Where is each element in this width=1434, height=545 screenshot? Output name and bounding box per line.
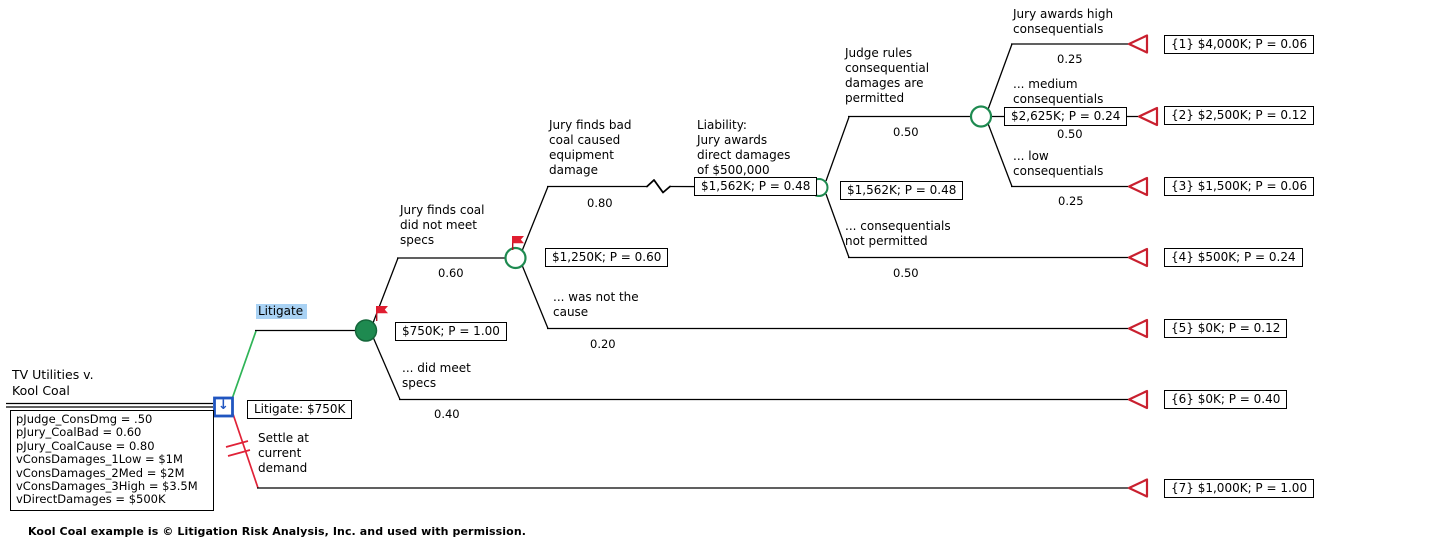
- outcome-box-6: {6} $0K; P = 0.40: [1164, 390, 1288, 409]
- branch-label-caused: Jury finds bad coal caused equipment dam…: [549, 118, 632, 177]
- outcome-box-5: {5} $0K; P = 0.12: [1164, 319, 1288, 338]
- chance-node-jury-cause[interactable]: [504, 246, 527, 270]
- outcome-box-7: {7} $1,000K; P = 1.00: [1164, 479, 1315, 498]
- branch-line-met-specs-diag: [372, 336, 401, 400]
- value-box-c2: $1,250K; P = 0.60: [545, 248, 669, 267]
- terminal-node-2[interactable]: [1137, 106, 1159, 127]
- probability-label: 0.80: [587, 196, 613, 210]
- probability-label: 0.20: [590, 337, 616, 351]
- decision-node-arrow: ↓: [218, 398, 229, 413]
- parameter-item: vDirectDamages = $500K: [16, 492, 166, 507]
- branch-label-high-cons: Jury awards high consequentials: [1013, 7, 1114, 36]
- value-box-c3-branch: $1,562K; P = 0.48: [694, 177, 818, 196]
- probability-label: 0.25: [1058, 194, 1084, 208]
- branch-label-not-cause: ... was not the cause: [553, 290, 639, 319]
- branch-label-settle: Settle at current demand: [258, 431, 309, 475]
- branch-line-not-permitted-diag: [825, 193, 850, 258]
- branch-label-met-specs: ... did meet specs: [402, 361, 471, 390]
- parameters-box: pJudge_ConsDmg = .50 pJury_CoalBad = 0.6…: [10, 410, 214, 511]
- parameter-item: pJury_CoalCause = 0.80: [16, 438, 155, 453]
- probability-label: 0.40: [434, 407, 460, 421]
- probability-label: 0.50: [893, 266, 919, 280]
- probability-label: 0.50: [893, 125, 919, 139]
- branch-line-permitted-diag: [825, 116, 850, 182]
- branch-break-icon: [646, 179, 671, 194]
- parameter-item: pJury_CoalBad = 0.60: [16, 425, 142, 440]
- liability-note: Liability: Jury awards direct damages of…: [697, 118, 791, 177]
- probability-label: 0.25: [1057, 52, 1083, 66]
- branch-label-litigate[interactable]: Litigate: [256, 304, 308, 319]
- decision-node[interactable]: [213, 396, 234, 418]
- rejected-branch-marks: [225, 440, 251, 457]
- value-box-c1: $750K; P = 1.00: [395, 322, 507, 341]
- terminal-node-5[interactable]: [1127, 318, 1149, 339]
- branch-label-low-cons: ... low consequentials: [1013, 149, 1104, 178]
- value-box-root: Litigate: $750K: [247, 400, 353, 419]
- copyright-note: Kool Coal example is © Litigation Risk A…: [28, 525, 527, 538]
- branch-label-med-cons: ... medium consequentials: [1013, 77, 1104, 106]
- branch-line-low-diag: [987, 123, 1013, 187]
- terminal-node-6[interactable]: [1127, 389, 1149, 410]
- terminal-node-7[interactable]: [1127, 478, 1149, 498]
- branch-label-not-permitted: ... consequentials not permitted: [845, 219, 951, 248]
- title-divider: [6, 402, 213, 408]
- outcome-box-1: {1} $4,000K; P = 0.06: [1164, 35, 1315, 54]
- branch-line-litigate-chosen: [231, 330, 257, 400]
- branch-line-caused-diag: [521, 186, 549, 252]
- outcome-box-2: {2} $2,500K; P = 0.12: [1164, 106, 1315, 125]
- branch-line-high-diag: [987, 43, 1013, 110]
- terminal-node-4[interactable]: [1127, 247, 1149, 268]
- parameter-item: vConsDamages_2Med = $2M: [16, 465, 185, 480]
- outcome-box-3: {3} $1,500K; P = 0.06: [1164, 177, 1315, 196]
- branch-line-not-cause-diag: [521, 264, 549, 329]
- parameter-item: vConsDamages_3High = $3.5M: [16, 479, 198, 494]
- flag-icon: [511, 236, 524, 250]
- chance-node-jury-specs[interactable]: [354, 319, 378, 342]
- value-box-c3: $1,562K; P = 0.48: [840, 181, 964, 200]
- flag-icon: [375, 306, 388, 321]
- parameter-item: pJudge_ConsDmg = .50: [16, 412, 153, 426]
- parameter-item: vConsDamages_1Low = $1M: [16, 452, 183, 467]
- chance-node-jury-consequentials[interactable]: [969, 105, 993, 128]
- terminal-node-3[interactable]: [1127, 176, 1149, 197]
- branch-label-permitted: Judge rules consequential damages are pe…: [845, 46, 930, 105]
- branch-label-not-meet-specs: Jury finds coal did not meet specs: [400, 203, 485, 247]
- case-title: TV Utilities v. Kool Coal: [12, 367, 94, 398]
- probability-label: 0.50: [1057, 127, 1083, 141]
- probability-label: 0.60: [438, 266, 464, 280]
- value-box-c4: $2,625K; P = 0.24: [1004, 107, 1128, 126]
- terminal-node-1[interactable]: [1127, 34, 1149, 54]
- outcome-box-4: {4} $500K; P = 0.24: [1164, 248, 1303, 267]
